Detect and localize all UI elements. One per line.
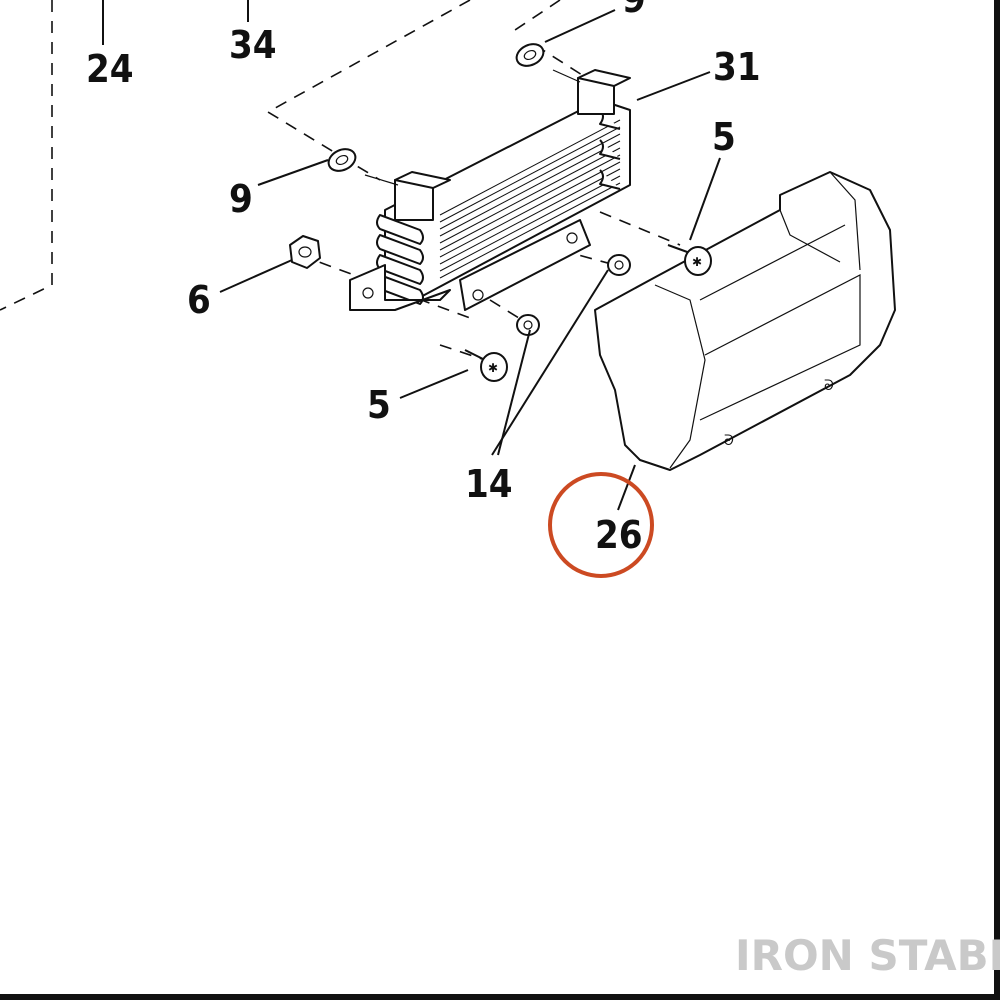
callout-9-left: 9: [229, 177, 253, 221]
washer-14-lower: [516, 314, 540, 336]
callout-6: 6: [187, 278, 211, 322]
callout-26: 26: [595, 513, 643, 557]
callout-31: 31: [713, 45, 761, 89]
svg-text:✱: ✱: [488, 361, 498, 375]
leader-lines: [102, 0, 721, 511]
callout-5-bottom: 5: [367, 383, 391, 427]
cooler-fins: [439, 119, 621, 279]
flange-nut-6: [289, 235, 321, 269]
callout-24: 24: [86, 47, 134, 91]
nut-9-top: [515, 43, 545, 67]
svg-text:✱: ✱: [692, 255, 702, 269]
cooler-cover: ᘐ ᘐ: [594, 171, 896, 471]
callout-34: 34: [229, 23, 277, 67]
cover-clip-mark-1: ᘐ: [724, 433, 734, 449]
oil-cooler: [349, 69, 631, 311]
nut-9-left: [327, 148, 357, 172]
watermark: IRON STABLE: [735, 931, 1000, 980]
cover-clip-mark-2: ᘐ: [824, 378, 834, 394]
highlight-circle: [548, 472, 654, 578]
screw-5-right: ✱: [667, 244, 712, 276]
callout-14: 14: [465, 462, 513, 506]
screw-5-bottom: ✱: [464, 349, 508, 382]
callout-9-top: 9: [622, 0, 646, 21]
washer-14-upper: [607, 254, 631, 276]
callout-5-right: 5: [712, 115, 736, 159]
